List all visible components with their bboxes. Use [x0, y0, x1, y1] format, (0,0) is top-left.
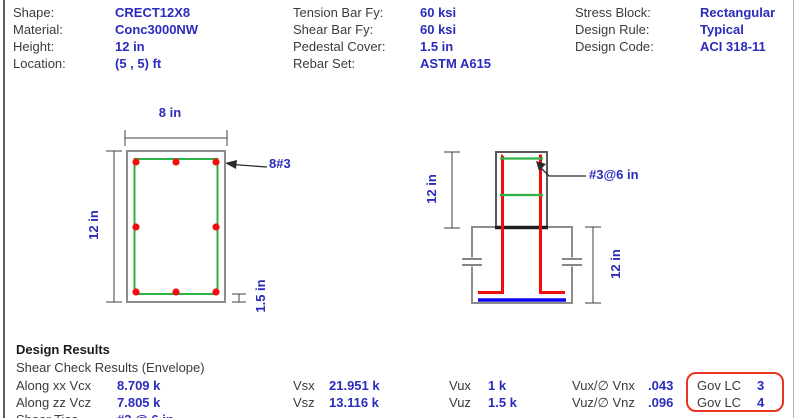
shear-bar-fy-label: Shear Bar Fy: [293, 22, 374, 37]
design-code-value: ACI 318-11 [700, 39, 766, 54]
shear-result-row-z: Along zz Vcz 7.805 k Vsz 13.116 k Vuz 1.… [0, 395, 800, 412]
pane-right-edge [793, 0, 794, 418]
ties-leader-arrow [536, 161, 586, 177]
shear-result-row-x: Along xx Vcx 8.709 k Vsx 21.951 k Vux 1 … [0, 378, 800, 395]
section-width-dim-label: 8 in [158, 105, 182, 120]
vcz-value: 7.805 k [117, 395, 161, 410]
stress-block-label: Stress Block: [575, 5, 651, 20]
footing-outline [471, 226, 573, 304]
gov-lc-z-label: Gov LC [697, 395, 742, 410]
vsz-label: Vsz [293, 395, 315, 410]
vsz-value: 13.116 k [329, 395, 379, 410]
vcx-label: Along xx Vcx [16, 378, 92, 393]
pedestal-height-dimension-line [444, 151, 460, 229]
cross-section-diagram [106, 130, 268, 303]
material-value: Conc3000NW [115, 22, 199, 37]
pedestal-height-dim-label: 12 in [424, 174, 439, 204]
material-label: Material: [13, 22, 63, 37]
gov-lc-x-label: Gov LC [697, 378, 742, 393]
pane-left-border [3, 0, 5, 418]
section-cover-dim-label: 1.5 in [253, 279, 268, 313]
pedestal-cover-label: Pedestal Cover: [293, 39, 386, 54]
footing-depth-dim-label: 12 in [608, 249, 623, 279]
design-results-title: Design Results [16, 342, 110, 357]
vuz-ratio-value: .096 [648, 395, 674, 410]
shape-label: Shape: [13, 5, 55, 20]
shape-value: CRECT12X8 [115, 5, 191, 20]
shear-check-subtitle: Shear Check Results (Envelope) [16, 360, 205, 375]
width-dimension-line [124, 130, 228, 146]
vux-ratio-value: .043 [648, 378, 674, 393]
shear-bar-fy-value: 60 ksi [420, 22, 457, 37]
design-code-label: Design Code: [575, 39, 654, 54]
cover-dimension-line [232, 293, 246, 303]
height-dimension-line [106, 150, 122, 303]
rebar-dots [132, 158, 220, 296]
rebar-set-label: Rebar Set: [293, 56, 356, 71]
elevation-diagram [444, 151, 601, 304]
pedestal-ties [500, 157, 543, 197]
gov-lc-x-value: 3 [757, 378, 765, 393]
gov-lc-z-value: 4 [757, 395, 765, 410]
location-label: Location: [13, 56, 66, 71]
vux-ratio-label: Vux/∅ Vnx [572, 378, 635, 393]
location-value: (5 , 5) ft [115, 56, 162, 71]
bars-leader-arrow [225, 160, 268, 169]
vsx-value: 21.951 k [329, 378, 380, 393]
vcx-value: 8.709 k [117, 378, 161, 393]
footing-depth-dimension-line [585, 226, 601, 304]
vsx-label: Vsx [293, 378, 315, 393]
stress-block-value: Rectangular [700, 5, 776, 20]
vuz-ratio-label: Vuz/∅ Vnz [572, 395, 635, 410]
ties-callout-label: #3@6 in [589, 167, 639, 182]
vuz-value: 1.5 k [488, 395, 517, 410]
concrete-outline [126, 150, 226, 303]
governing-lc-highlight-box [686, 372, 784, 412]
height-value: 12 in [115, 39, 145, 54]
bars-callout-label: 8#3 [269, 156, 291, 171]
section-height-dim-label: 12 in [86, 210, 101, 240]
vuz-label: Vuz [449, 395, 471, 410]
rebar-set-value: ASTM A615 [420, 56, 492, 71]
height-label: Height: [13, 39, 55, 54]
footing-break-marks [462, 257, 582, 267]
design-rule-value: Typical [700, 22, 744, 37]
shear-ties-row-clipped: Shear Ties #3 @ 6 in [0, 412, 800, 418]
design-rule-label: Design Rule: [575, 22, 650, 37]
pedestal-cover-value: 1.5 in [420, 39, 454, 54]
tension-bar-fy-label: Tension Bar Fy: [293, 5, 384, 20]
tension-bar-fy-value: 60 ksi [420, 5, 457, 20]
vcz-label: Along zz Vcz [16, 395, 92, 410]
shear-ties-label: Shear Ties [16, 412, 78, 418]
vux-label: Vux [449, 378, 471, 393]
vertical-rebar [478, 154, 565, 294]
shear-ties-value: #3 @ 6 in [117, 412, 174, 418]
vux-value: 1 k [488, 378, 507, 393]
